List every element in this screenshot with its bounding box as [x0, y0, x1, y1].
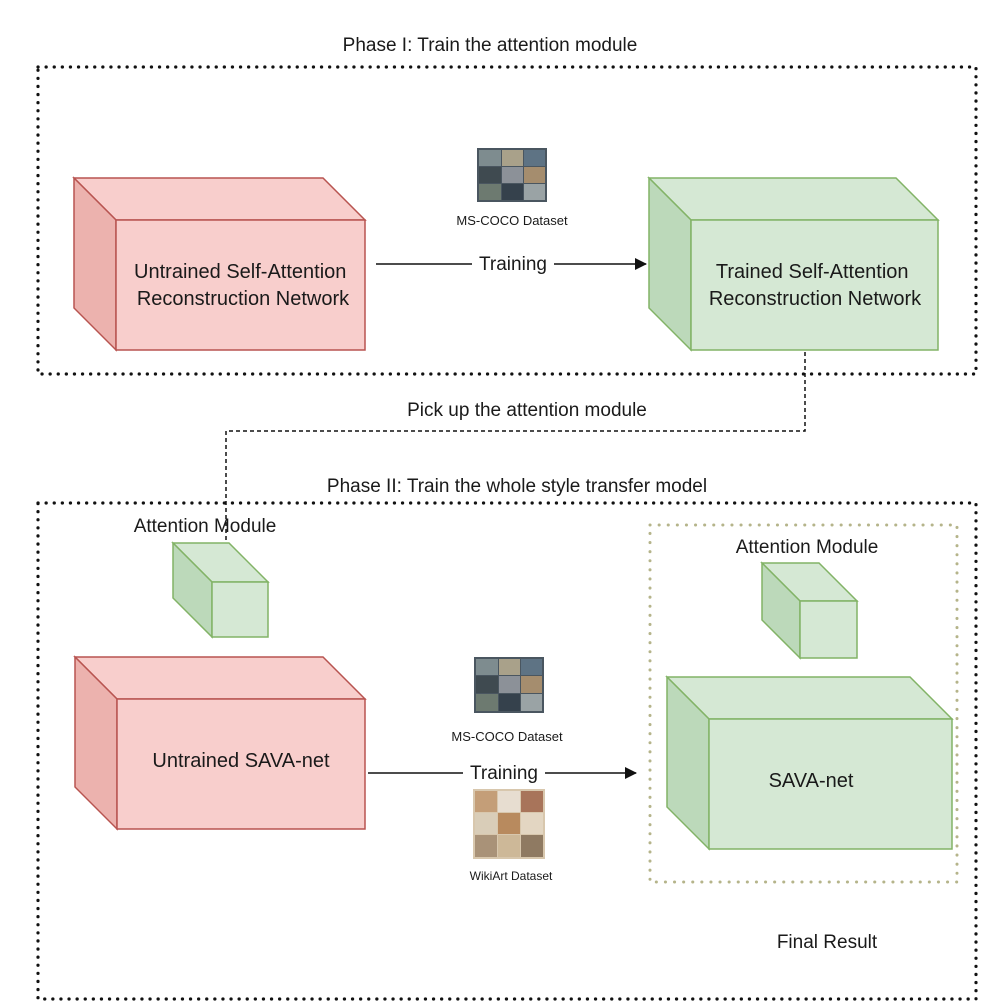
phase1-dataset-label: MS-COCO Dataset	[456, 213, 568, 228]
ms-coco-thumbnail-icon	[477, 148, 547, 202]
ms-coco-thumbnail-icon	[474, 657, 544, 713]
trained-self-attention-network: Trained Self-Attention Reconstruction Ne…	[647, 176, 940, 352]
final-result-frame	[648, 523, 959, 884]
trained-sava-net-label: SAVA-net	[769, 770, 854, 792]
trained-network-label-line2: Reconstruction Network	[709, 288, 922, 310]
attention-module-right	[760, 561, 859, 660]
svg-text:Untrained Self-Attention: Untrained Self-Attention Reconstruction …	[134, 261, 352, 310]
final-result-label: Final Result	[777, 932, 878, 953]
attention-module-right-label: Attention Module	[736, 537, 879, 558]
trained-sava-net: SAVA-net	[665, 675, 954, 851]
untrained-sava-net-label: Untrained SAVA-net	[152, 750, 330, 772]
untrained-network-label-line2: Reconstruction Network	[137, 288, 350, 310]
pick-up-attention-module-path	[225, 352, 806, 556]
phase2-dataset2-label: WikiArt Dataset	[470, 869, 553, 883]
wikiart-thumbnail-icon	[473, 789, 545, 859]
phase1-training-label: Training	[479, 254, 547, 275]
phase1-frame	[36, 65, 978, 376]
phase2-training-label: Training	[470, 763, 538, 784]
attention-module-left	[171, 541, 270, 639]
trained-network-label-line1: Trained Self-Attention	[716, 261, 909, 283]
untrained-self-attention-network: Untrained Self-Attention Reconstruction …	[72, 176, 367, 352]
phase2-title: Phase II: Train the whole style transfer…	[327, 476, 707, 497]
phase1-title: Phase I: Train the attention module	[343, 35, 638, 56]
svg-text:Trained Self-Attention R: Trained Self-Attention Reconstruction Ne…	[709, 261, 922, 310]
pick-up-attention-label: Pick up the attention module	[407, 400, 647, 421]
phase2-dataset1-label: MS-COCO Dataset	[451, 729, 563, 744]
phase2-frame	[36, 501, 978, 1001]
attention-module-left-label: Attention Module	[134, 516, 277, 537]
untrained-sava-net: Untrained SAVA-net	[73, 655, 367, 831]
untrained-network-label-line1: Untrained Self-Attention	[134, 261, 346, 283]
